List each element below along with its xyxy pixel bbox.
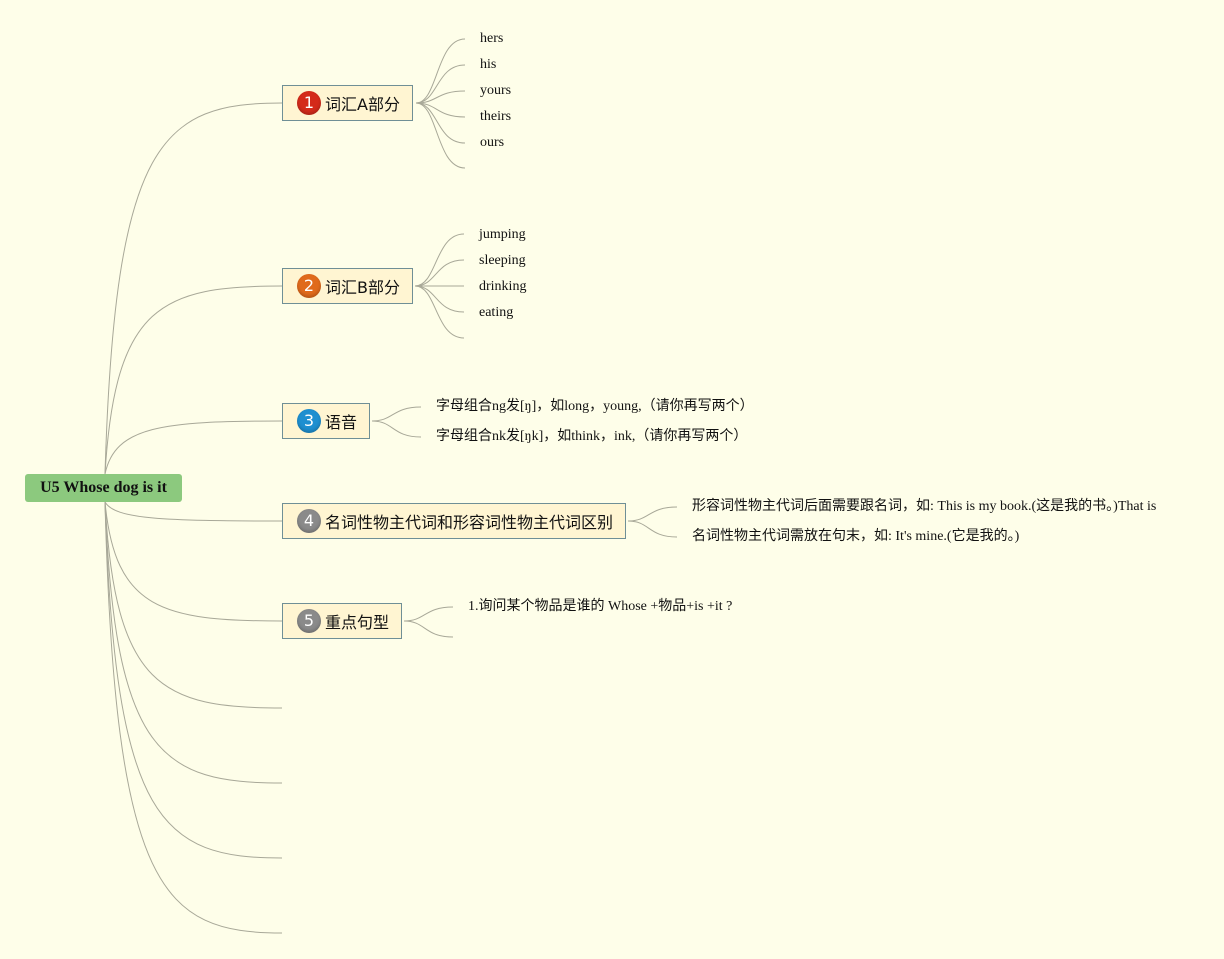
leaf-item[interactable]: 形容词性物主代词后面需要跟名词，如: This is my book.(这是我的… xyxy=(692,499,1157,514)
number-4-icon: 4 xyxy=(297,509,321,533)
leaf-item[interactable]: 1.询问某个物品是谁的 Whose +物品+is +it ? xyxy=(468,599,733,614)
topic-possessive-pronouns[interactable]: 4 名词性物主代词和形容词性物主代词区别 xyxy=(282,503,627,539)
root-branch-line xyxy=(104,501,283,934)
number-3-icon: 3 xyxy=(297,409,321,433)
leaf-branch-line xyxy=(371,406,422,422)
leaf-branch-line xyxy=(415,102,466,118)
leaf-branch-line xyxy=(414,233,465,287)
root-branch-line xyxy=(104,102,283,475)
leaf-item[interactable]: hers xyxy=(480,31,504,46)
leaf-item[interactable]: jumping xyxy=(479,227,526,242)
leaf-branch-line xyxy=(371,420,422,438)
topic-label: 词汇A部分 xyxy=(325,95,400,114)
topic-key-sentences[interactable]: 5 重点句型 xyxy=(282,603,403,639)
leaf-item[interactable]: theirs xyxy=(480,109,512,124)
root-branch-line xyxy=(104,501,283,709)
root-branch-line xyxy=(104,501,283,622)
root-branch-line xyxy=(104,501,283,784)
leaf-item[interactable]: sleeping xyxy=(479,253,526,268)
topic-vocabulary-a[interactable]: 1 词汇A部分 xyxy=(282,85,413,121)
number-1-icon: 1 xyxy=(297,91,321,115)
leaf-item[interactable]: yours xyxy=(480,83,512,98)
number-2-icon: 2 xyxy=(297,274,321,298)
topic-label: 词汇B部分 xyxy=(325,278,400,297)
topic-phonics[interactable]: 3 语音 xyxy=(282,403,371,439)
leaf-item[interactable]: 字母组合nk发[ŋk]，如think，ink,（请你再写两个） xyxy=(436,429,748,444)
topic-label: 名词性物主代词和形容词性物主代词区别 xyxy=(325,513,614,532)
leaf-branch-line xyxy=(415,102,466,144)
leaf-branch-line xyxy=(403,606,454,622)
leaf-item[interactable]: drinking xyxy=(479,279,527,294)
root-topic[interactable]: U5 Whose dog is it xyxy=(25,474,182,502)
topic-label: 重点句型 xyxy=(325,613,390,632)
leaf-branch-line xyxy=(415,38,466,104)
leaf-branch-line xyxy=(415,102,466,169)
leaf-branch-line xyxy=(403,620,454,638)
leaf-branch-line xyxy=(414,285,465,313)
leaf-branch-line xyxy=(415,90,466,104)
leaf-branch-line xyxy=(414,285,465,339)
leaf-item[interactable]: 字母组合ng发[ŋ]，如long，young,（请你再写两个） xyxy=(436,399,754,414)
leaf-item[interactable]: his xyxy=(480,57,497,72)
leaf-branch-line xyxy=(627,520,678,538)
topic-label: 语音 xyxy=(325,413,358,432)
root-branch-line xyxy=(104,501,283,522)
leaf-branch-line xyxy=(627,506,678,522)
leaf-item[interactable]: 名词性物主代词需放在句末，如: It's mine.(它是我的。) xyxy=(692,529,1020,544)
topic-vocabulary-b[interactable]: 2 词汇B部分 xyxy=(282,268,413,304)
root-branch-line xyxy=(104,420,283,475)
root-branch-line xyxy=(104,501,283,859)
number-5-icon: 5 xyxy=(297,609,321,633)
leaf-item[interactable]: eating xyxy=(479,305,514,320)
leaf-item[interactable]: ours xyxy=(480,135,505,150)
leaf-branch-line xyxy=(414,259,465,287)
leaf-branch-line xyxy=(415,64,466,104)
root-branch-line xyxy=(104,285,283,475)
